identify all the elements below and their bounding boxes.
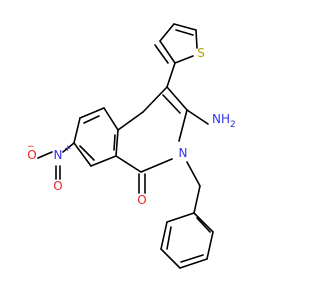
nitro-oxygen-minus-label: O <box>27 148 36 162</box>
bond <box>174 55 194 64</box>
bond <box>159 23 175 42</box>
phenyl-ring <box>160 212 214 269</box>
amine-label: NH2 <box>212 112 236 130</box>
bond <box>83 115 100 124</box>
bond <box>193 212 214 233</box>
bond <box>186 161 201 187</box>
bond <box>154 44 169 64</box>
bond <box>37 151 53 159</box>
bond <box>162 94 181 114</box>
bond <box>117 111 144 131</box>
bond <box>166 62 176 88</box>
pyridinone-ring <box>115 86 188 173</box>
bond <box>166 226 172 250</box>
bond <box>206 231 214 260</box>
nitro-nitrogen-label: N <box>54 148 63 162</box>
ring-nitrogen-label: N <box>179 146 188 160</box>
bond <box>62 142 75 153</box>
bond <box>90 155 117 167</box>
bond <box>178 109 188 142</box>
bond <box>175 29 194 36</box>
benzo-ring <box>73 107 119 167</box>
bond <box>115 129 119 157</box>
bond <box>159 40 176 64</box>
bond <box>140 158 173 173</box>
bond <box>79 145 95 161</box>
bond <box>79 107 105 119</box>
nitro-nitrogen-charge: + <box>64 144 72 154</box>
bond <box>166 212 195 223</box>
bond <box>166 86 188 111</box>
nitro-oxygen-label: O <box>53 179 62 193</box>
molecule-structure: S NH2 N O N + O − O <box>27 23 236 269</box>
bond <box>180 254 204 263</box>
bond <box>103 107 119 131</box>
bond <box>160 248 181 269</box>
carbonyl-oxygen-label: O <box>137 193 146 207</box>
bond <box>193 185 201 214</box>
bond <box>115 155 142 173</box>
amine-symbol: NH <box>212 112 230 126</box>
bond <box>173 23 197 31</box>
thiophene-ring <box>154 23 198 64</box>
bond <box>73 117 81 144</box>
bond <box>195 29 198 49</box>
sulfur-atom-label: S <box>197 46 205 60</box>
bond <box>160 221 168 250</box>
bond <box>196 217 211 233</box>
nitro-oxygen-charge: − <box>27 142 35 152</box>
bond <box>113 134 116 151</box>
bond <box>73 142 92 167</box>
amine-subscript: 2 <box>230 120 236 130</box>
bond <box>179 258 208 269</box>
bond <box>142 86 168 113</box>
bond <box>186 109 209 125</box>
